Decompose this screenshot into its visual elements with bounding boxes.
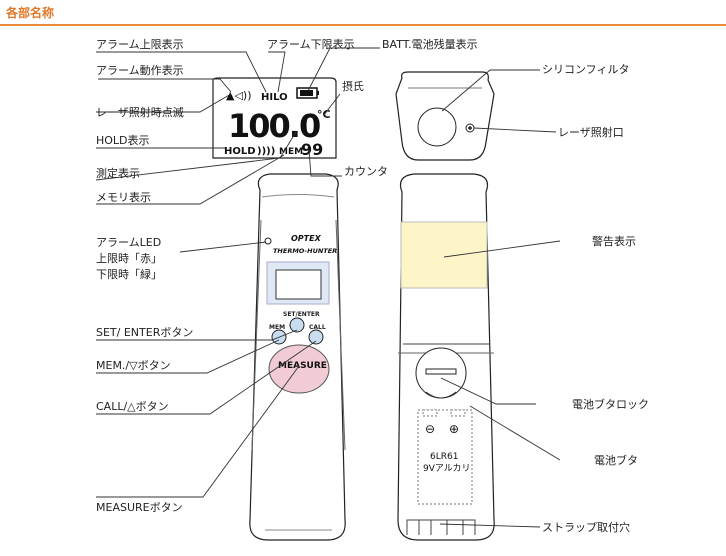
labels: アラーム上限表示 アラーム下限表示 BATT.電池残量表示 アラーム動作表示 摂… (96, 37, 649, 534)
hilo-indicator: HILO (261, 92, 288, 103)
measure-icon: )))) (257, 146, 275, 157)
label-alarm-led-3: 下限時「緑」 (96, 267, 162, 281)
label-mem-button: MEM./▽ボタン (96, 359, 171, 372)
measure-label: MEASURE (278, 361, 327, 371)
title-rule (0, 24, 726, 26)
label-set-enter-button: SET/ ENTERボタン (96, 326, 193, 339)
battery-plus: ⊕ (449, 422, 459, 436)
mem-indicator: MEM (279, 147, 303, 157)
label-silicon-filter: シリコンフィルタ (542, 63, 629, 76)
lcd-display-enlarged: ▲◁)) HILO 100.0 °C HOLD )))) MEM 99 (212, 77, 337, 159)
battery-type: 6LR61 (430, 452, 458, 462)
device-front: OPTEX THERMO-HUNTER SET/ENTER MEM CALL M… (249, 173, 346, 541)
label-alarm-led-2: 上限時「赤」 (96, 252, 162, 265)
label-alarm-lower: アラーム下限表示 (267, 37, 355, 51)
label-laser-blink: レーザ照射時点滅 (96, 105, 184, 119)
celsius-unit: °C (317, 108, 331, 121)
label-strap-hole: ストラップ取付穴 (542, 520, 630, 534)
label-laser-port: レーザ照射口 (558, 125, 624, 139)
device-head (395, 71, 495, 161)
warning-label (400, 221, 488, 289)
call-button[interactable] (308, 329, 324, 345)
label-warning: 警告表示 (592, 234, 636, 248)
label-counter: カウンタ (344, 165, 388, 178)
set-enter-button[interactable] (289, 317, 305, 333)
label-batt: BATT.電池残量表示 (382, 37, 478, 51)
label-alarm-upper: アラーム上限表示 (96, 37, 184, 51)
call-label: CALL (309, 324, 326, 331)
label-call-button: CALL/△ボタン (96, 400, 169, 413)
leader-lines (95, 47, 561, 528)
label-celsius: 摂氏 (342, 79, 364, 93)
device-back: ⊖ ⊕ 6LR61 9Vアルカリ (397, 173, 495, 541)
label-battery-lock: 電池ブタロック (572, 397, 649, 411)
lcd-window (275, 269, 322, 300)
mem-label: MEM (269, 324, 285, 331)
measure-button[interactable] (268, 344, 330, 394)
label-memory: メモリ表示 (96, 190, 151, 204)
battery-compartment (417, 409, 473, 505)
label-battery-cover: 電池ブタ (594, 453, 638, 467)
counter-digits: 99 (301, 140, 323, 159)
battery-voltage: 9Vアルカリ (423, 463, 471, 474)
label-alarm-led-1: アラームLED (96, 236, 161, 249)
battery-minus: ⊖ (425, 422, 435, 436)
page-title: 各部名称 (6, 6, 55, 20)
alarm-icon: ▲◁)) (226, 89, 252, 102)
temperature-reading: 100.0 (228, 107, 320, 145)
hold-indicator: HOLD (224, 146, 256, 157)
set-enter-label: SET/ENTER (283, 311, 320, 318)
label-hold: HOLD表示 (96, 133, 150, 147)
silicon-filter (417, 107, 457, 147)
label-measure-display: 測定表示 (96, 166, 140, 180)
model-name: THERMO-HUNTER (273, 247, 337, 255)
brand-logo: OPTEX (291, 234, 322, 243)
label-measure-button: MEASUREボタン (96, 501, 183, 514)
label-alarm-action: アラーム動作表示 (96, 63, 184, 77)
alarm-led (264, 237, 272, 245)
